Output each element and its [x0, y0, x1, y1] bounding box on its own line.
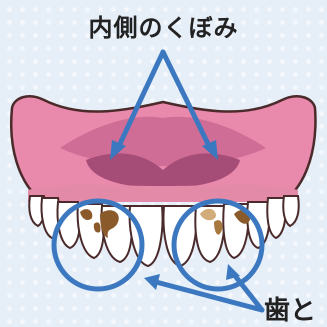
gum-edge — [28, 185, 298, 202]
tooth — [283, 196, 298, 226]
bottom-label: 歯と — [264, 298, 316, 324]
tooth — [164, 206, 197, 266]
tooth — [130, 206, 163, 266]
